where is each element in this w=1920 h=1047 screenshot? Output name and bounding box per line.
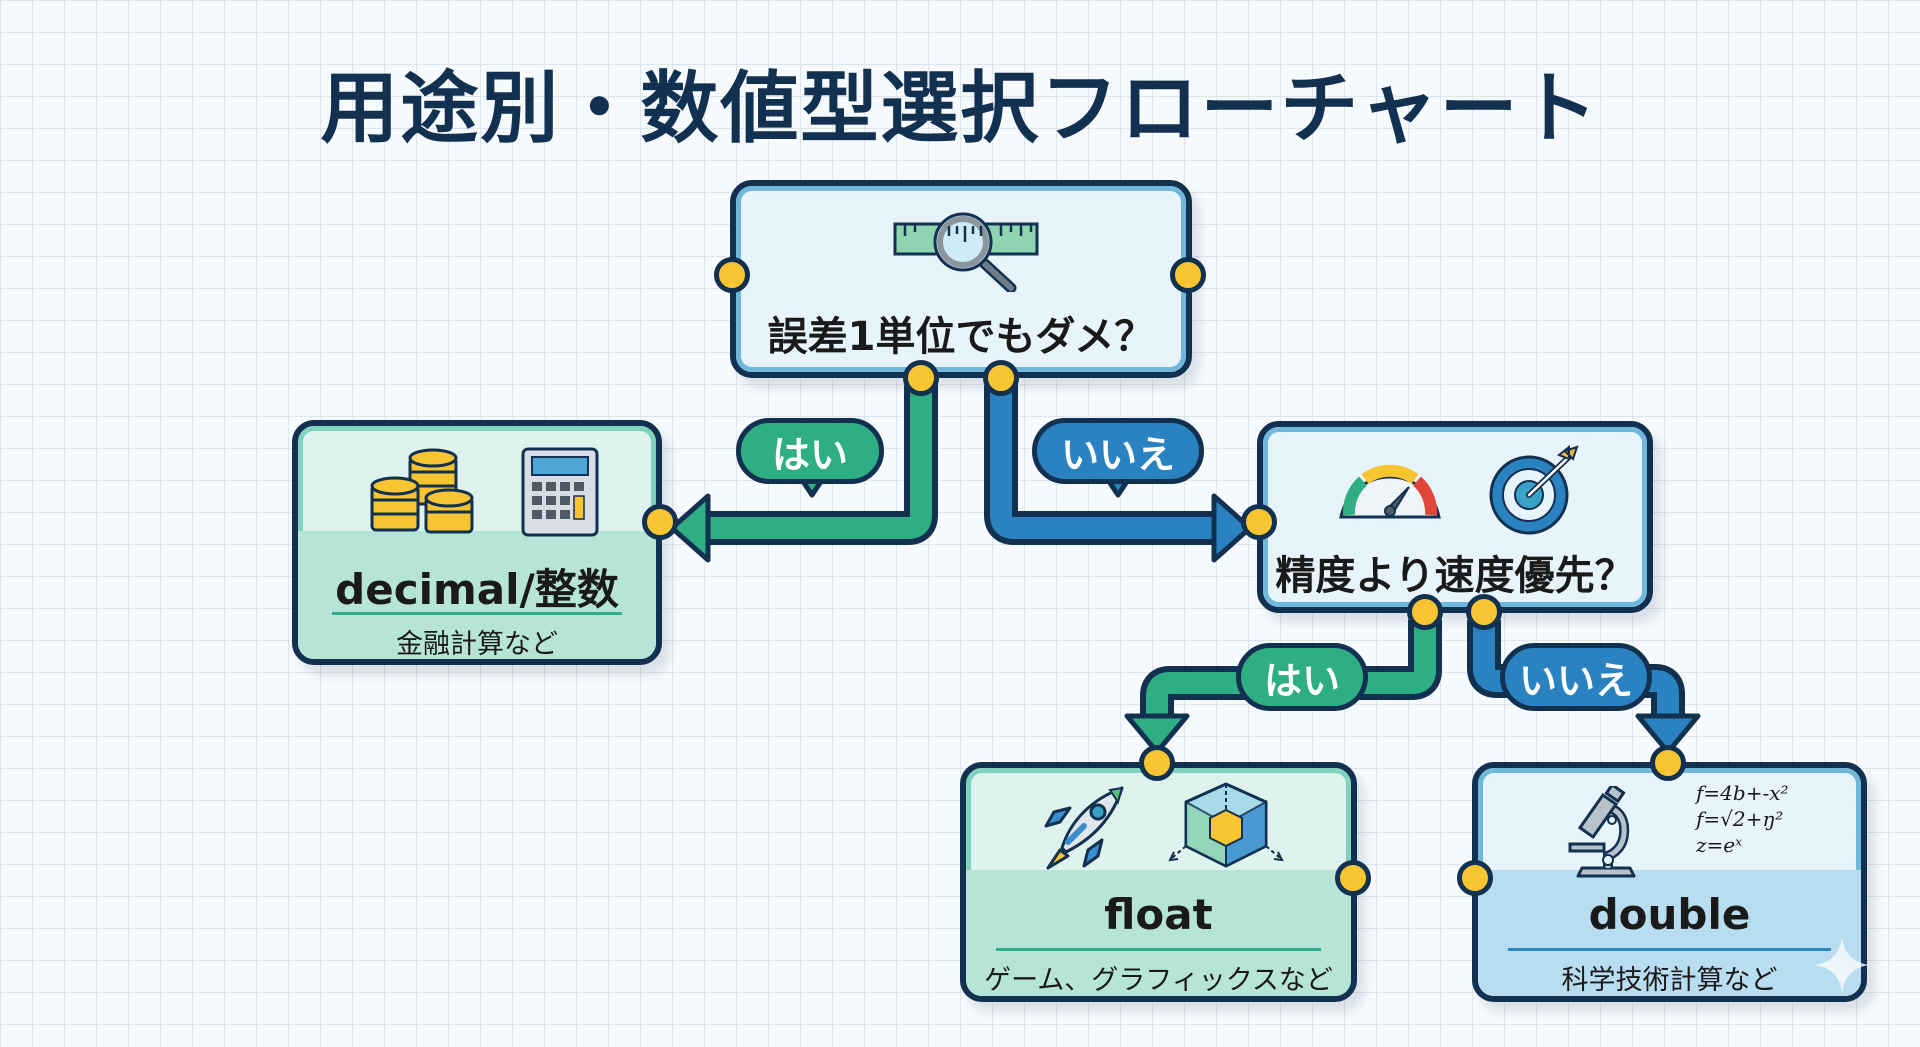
connector-dot	[1170, 257, 1206, 293]
calculator-icon	[521, 447, 599, 537]
edge-q1-decimal	[669, 385, 938, 563]
connector-dot	[1407, 594, 1443, 630]
speedometer-icon	[1339, 464, 1441, 519]
connector-dot	[642, 504, 678, 540]
divider	[1508, 948, 1831, 951]
target-icon	[1489, 445, 1579, 535]
sparkle-watermark-icon	[1814, 937, 1870, 993]
connector-dot	[1650, 745, 1686, 781]
connector-dot	[1457, 860, 1493, 896]
cube-icon	[1168, 782, 1284, 868]
formula-line: f=4b+-x²	[1696, 781, 1789, 805]
page-title: 用途別・数値型選択フローチャート	[320, 64, 1600, 154]
edge-q1-q2	[984, 385, 1253, 563]
connector-dot	[714, 257, 750, 293]
result-type-name: decimal/整数	[335, 565, 619, 614]
divider	[332, 612, 622, 615]
connector-dot	[983, 360, 1019, 396]
edge-label-yes: はい	[736, 418, 884, 484]
connector-dot	[1466, 594, 1502, 630]
arrowhead-right-icon	[1211, 493, 1253, 563]
connector-dot	[1139, 745, 1175, 781]
decision-node-q1[interactable]: 誤差1単位でもダメ？	[730, 180, 1192, 378]
decision-question: 精度より速度優先？	[1275, 553, 1635, 599]
result-use-case: ゲーム、グラフィックスなど	[984, 965, 1333, 996]
microscope-icon	[1568, 786, 1636, 878]
edge-label-yes: はい	[1236, 643, 1368, 711]
connector-dot	[903, 360, 939, 396]
rocket-icon	[1044, 786, 1124, 870]
decision-question: 誤差1単位でもダメ？	[767, 314, 1155, 360]
formula-list: f=4b+-x² f=√2+ŋ² z=eˣ	[1696, 780, 1789, 858]
arrowhead-down-icon	[1635, 713, 1701, 755]
formula-line: f=√2+ŋ²	[1696, 807, 1784, 831]
connector-dot	[1335, 860, 1371, 896]
arrowhead-down-icon	[1124, 713, 1190, 755]
divider	[996, 948, 1321, 951]
result-node-double[interactable]: f=4b+-x² f=√2+ŋ² z=eˣ double 科学技術計算など	[1472, 762, 1867, 1002]
formula-line: z=eˣ	[1696, 833, 1743, 857]
result-node-float[interactable]: float ゲーム、グラフィックスなど	[960, 762, 1357, 1002]
result-use-case: 金融計算など	[396, 629, 558, 660]
arrowhead-left-icon	[669, 493, 711, 563]
result-use-case: 科学技術計算など	[1561, 965, 1778, 996]
edge-label-no: いいえ	[1500, 643, 1652, 711]
edge-label-no: いいえ	[1032, 418, 1204, 484]
coins-icon	[370, 448, 474, 534]
result-type-name: float	[1104, 890, 1213, 939]
decision-node-q2[interactable]: 精度より速度優先？	[1257, 421, 1653, 613]
result-node-decimal[interactable]: decimal/整数 金融計算など	[292, 420, 662, 665]
magnifier-ruler-icon	[893, 212, 1039, 292]
result-type-name: double	[1588, 890, 1751, 939]
connector-dot	[1241, 504, 1277, 540]
